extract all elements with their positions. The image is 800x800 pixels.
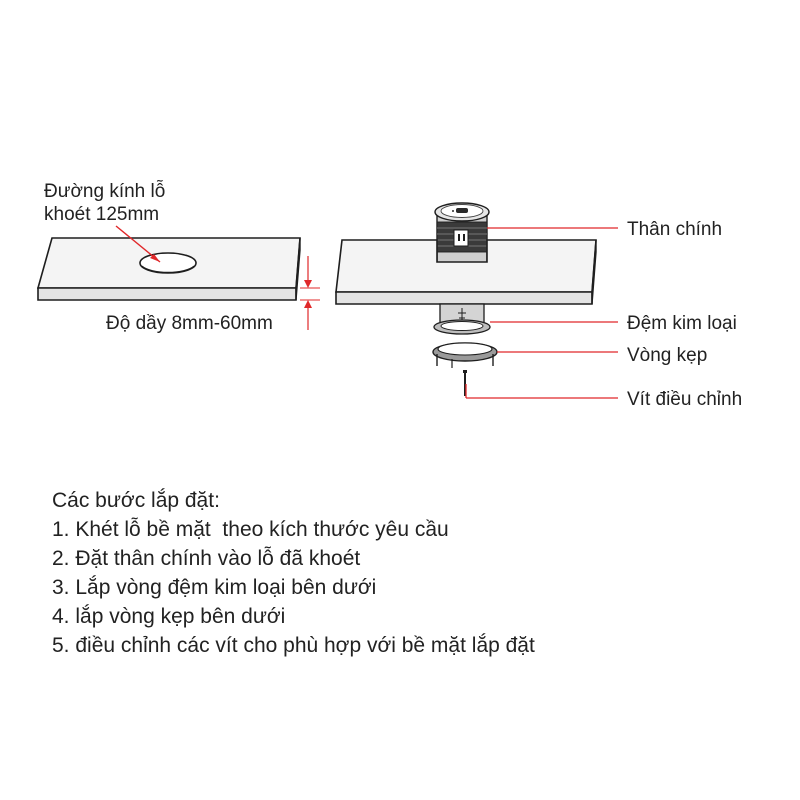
part-label-main-body: Thân chính: [627, 219, 722, 240]
thickness-label: Độ dầy 8mm-60mm: [106, 313, 273, 334]
clamp-ring: [432, 342, 498, 368]
adjustment-screw: [463, 370, 467, 396]
socket-outlet-icon: [453, 229, 469, 247]
part-label-clamp-ring: Vòng kẹp: [627, 345, 707, 366]
part-label-adjust-screw: Vít điều chỉnh: [627, 389, 742, 410]
step-1: 1. Khét lỗ bề mặt theo kích thước yêu cầ…: [52, 518, 449, 541]
steps-title: Các bước lắp đặt:: [52, 489, 220, 512]
cutout-hole: [139, 252, 197, 274]
hole-label-line1: Đường kính lỗ: [44, 180, 165, 202]
metal-washer: [433, 319, 491, 335]
step-3: 3. Lắp vòng đệm kim loại bên dưới: [52, 576, 377, 599]
right-panel: [335, 239, 597, 305]
hole-label-line2: khoét 125mm: [44, 204, 159, 225]
step-4: 4. lắp vòng kẹp bên dưới: [52, 605, 286, 628]
installation-steps: Các bước lắp đặt: 1. Khét lỗ bề mặt theo…: [52, 486, 772, 660]
hole-leader-arrow: [150, 254, 160, 262]
thickness-dimension: [300, 256, 320, 330]
step-2: 2. Đặt thân chính vào lỗ đã khoét: [52, 547, 361, 570]
part-leader-lines: [465, 227, 618, 399]
step-5: 5. điều chỉnh các vít cho phù hợp với bề…: [52, 634, 535, 657]
part-label-metal-washer: Đệm kim loại: [627, 313, 737, 334]
